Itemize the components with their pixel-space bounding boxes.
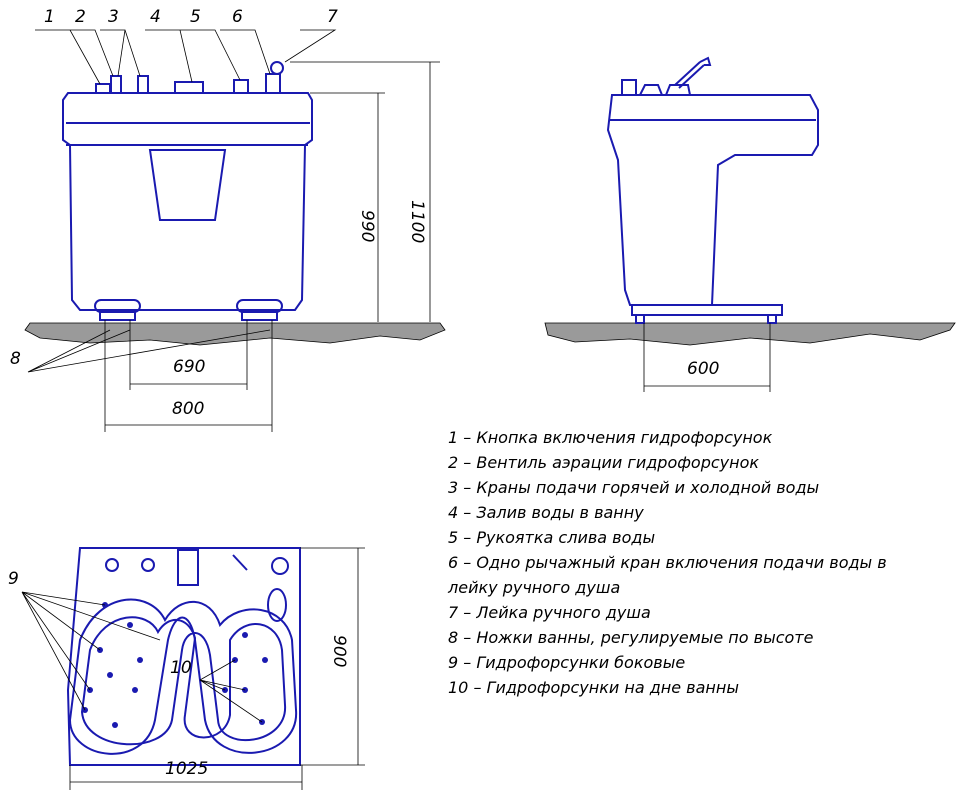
dims-front: 990 1100 690 800 8 <box>10 61 440 432</box>
callout-4: 4 <box>150 7 161 27</box>
legend-item-5: 5 – Рукоятка слива воды <box>448 528 655 547</box>
front-view <box>24 61 446 346</box>
legend-item-8: 8 – Ножки ванны, регулируемые по высоте <box>448 628 814 647</box>
jet-bottom <box>132 687 138 693</box>
legend-item-6: 6 – Одно рычажный кран включения подачи … <box>448 553 887 572</box>
legend-item-7: 7 – Лейка ручного душа <box>448 603 651 622</box>
dim-lines-600 <box>643 323 771 392</box>
foot-right-base <box>241 311 278 321</box>
water-fill <box>174 81 204 94</box>
jet-bottom <box>112 722 118 728</box>
drain-handle <box>233 79 249 94</box>
side-shower-lever <box>674 56 712 89</box>
dim-900: 900 <box>329 635 349 667</box>
callout-6: 6 <box>232 7 243 27</box>
side-foot-left <box>635 314 645 324</box>
tap-water <box>137 75 149 94</box>
legend-item-10: 10 – Гидрофорсунки на дне ванны <box>448 678 739 697</box>
dim-lines-width <box>104 320 273 432</box>
top-lever-tap <box>271 557 289 575</box>
dim-1025: 1025 <box>165 759 208 779</box>
tub-body-front <box>62 92 313 311</box>
top-drain-handle <box>232 554 248 571</box>
dim-lines-1025 <box>69 765 303 790</box>
jet-side <box>127 622 133 628</box>
callout-3: 3 <box>108 7 119 27</box>
dim-690: 690 <box>173 357 205 377</box>
dim-600: 600 <box>687 359 719 379</box>
jet-side <box>262 657 268 663</box>
leader-8 <box>27 329 271 373</box>
hand-shower <box>270 61 284 75</box>
legend-item-3: 3 – Краны подачи горячей и холодной воды <box>448 478 819 497</box>
tub-basin-inner <box>80 616 287 746</box>
top-button-1 <box>105 558 119 572</box>
legend-item-6-cont: лейку ручного душа <box>447 578 620 597</box>
tub-front-recess <box>148 149 227 221</box>
callout-10: 10 <box>170 658 192 678</box>
callout-9: 9 <box>8 569 19 589</box>
foot-left-base <box>99 311 136 321</box>
dim-lines-900 <box>300 547 365 766</box>
callout-7: 7 <box>327 7 338 27</box>
tub-body-side <box>606 94 819 306</box>
dim-1100: 1100 <box>407 200 427 243</box>
top-view: 9 10 900 1025 <box>8 547 365 790</box>
top-water-fill <box>177 549 199 586</box>
top-button-2 <box>141 558 155 572</box>
tub-outline-top <box>66 547 301 766</box>
leader-lines-top <box>35 29 337 85</box>
side-fittings <box>621 79 691 96</box>
ground-side <box>544 322 956 346</box>
legend-item-2: 2 – Вентиль аэрации гидрофорсунок <box>448 453 759 472</box>
callout-2: 2 <box>75 7 86 27</box>
side-view: 600 <box>544 56 956 392</box>
lever-tap <box>265 73 281 94</box>
callout-5: 5 <box>190 7 201 27</box>
leader-10 <box>199 659 263 723</box>
legend-item-1: 1 – Кнопка включения гидрофорсунок <box>448 428 773 447</box>
callout-1: 1 <box>44 7 55 27</box>
top-hand-shower <box>267 588 287 622</box>
jet-side <box>242 632 248 638</box>
side-foot-right <box>767 314 777 324</box>
dim-800: 800 <box>172 399 204 419</box>
legend-item-9: 9 – Гидрофорсунки боковые <box>448 653 685 672</box>
leader-9 <box>21 591 161 711</box>
side-base <box>631 304 783 316</box>
button-gidro <box>95 83 111 94</box>
callouts-top: 1 2 3 4 5 6 7 <box>35 7 338 85</box>
valve-aeration <box>110 75 122 94</box>
dim-lines-height <box>290 61 440 322</box>
dim-990: 990 <box>357 210 377 242</box>
legend-item-4: 4 – Залив воды в ванну <box>448 503 644 522</box>
legend: 1 – Кнопка включения гидрофорсунок 2 – В… <box>447 428 887 697</box>
tub-basin-outer <box>68 598 298 755</box>
jet-bottom <box>137 657 143 663</box>
jet-bottom <box>107 672 113 678</box>
callout-8: 8 <box>10 349 21 369</box>
